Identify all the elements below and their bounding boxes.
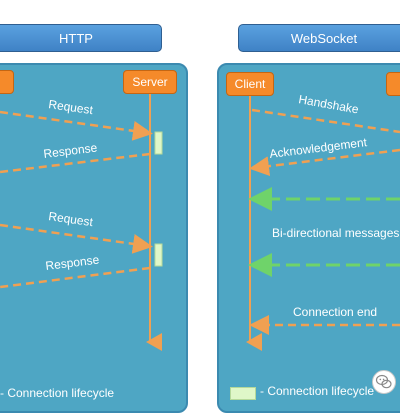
ws-msg-label: Bi-directional messages [272,226,399,240]
http-header: HTTP [0,24,162,52]
http-header-title: HTTP [59,31,93,46]
ws-legend-swatch [230,387,256,400]
http-lifecycle-bar [154,131,163,155]
sequence-diagram: Request Response Request Response Handsh… [0,92,400,351]
http-request-arrow [0,223,153,254]
ws-msg-label: Handshake [297,92,360,116]
ws-msg-label: Acknowledgement [269,135,369,161]
wechat-bubbles-icon [375,374,392,389]
http-lifecycle-bar [154,243,163,267]
ws-client-box: Client [226,72,274,96]
ws-legend: - Connection lifecycle [260,384,375,398]
wechat-logo-icon [372,370,396,394]
http-client-box [0,70,14,94]
websocket-header: WebSocket [238,24,400,52]
http-msg-label: Response [43,140,99,161]
websocket-panel [217,63,400,413]
ws-ack-arrow [249,148,400,177]
websocket-header-title: WebSocket [290,31,358,46]
ws-handshake-arrow [251,108,400,134]
http-server-box: Server [123,70,177,94]
ws-server-box [386,72,400,96]
http-request-arrow [0,110,153,141]
http-msg-label: Request [48,209,95,229]
http-msg-label: Request [48,97,95,117]
ws-client-label: Client [234,77,266,91]
ws-msg-label: Connection end [293,305,377,319]
http-server-label: Server [132,75,168,89]
http-legend: - Connection lifecycle [0,386,115,400]
http-response-arrow [0,266,151,289]
http-msg-label: Response [45,252,101,273]
